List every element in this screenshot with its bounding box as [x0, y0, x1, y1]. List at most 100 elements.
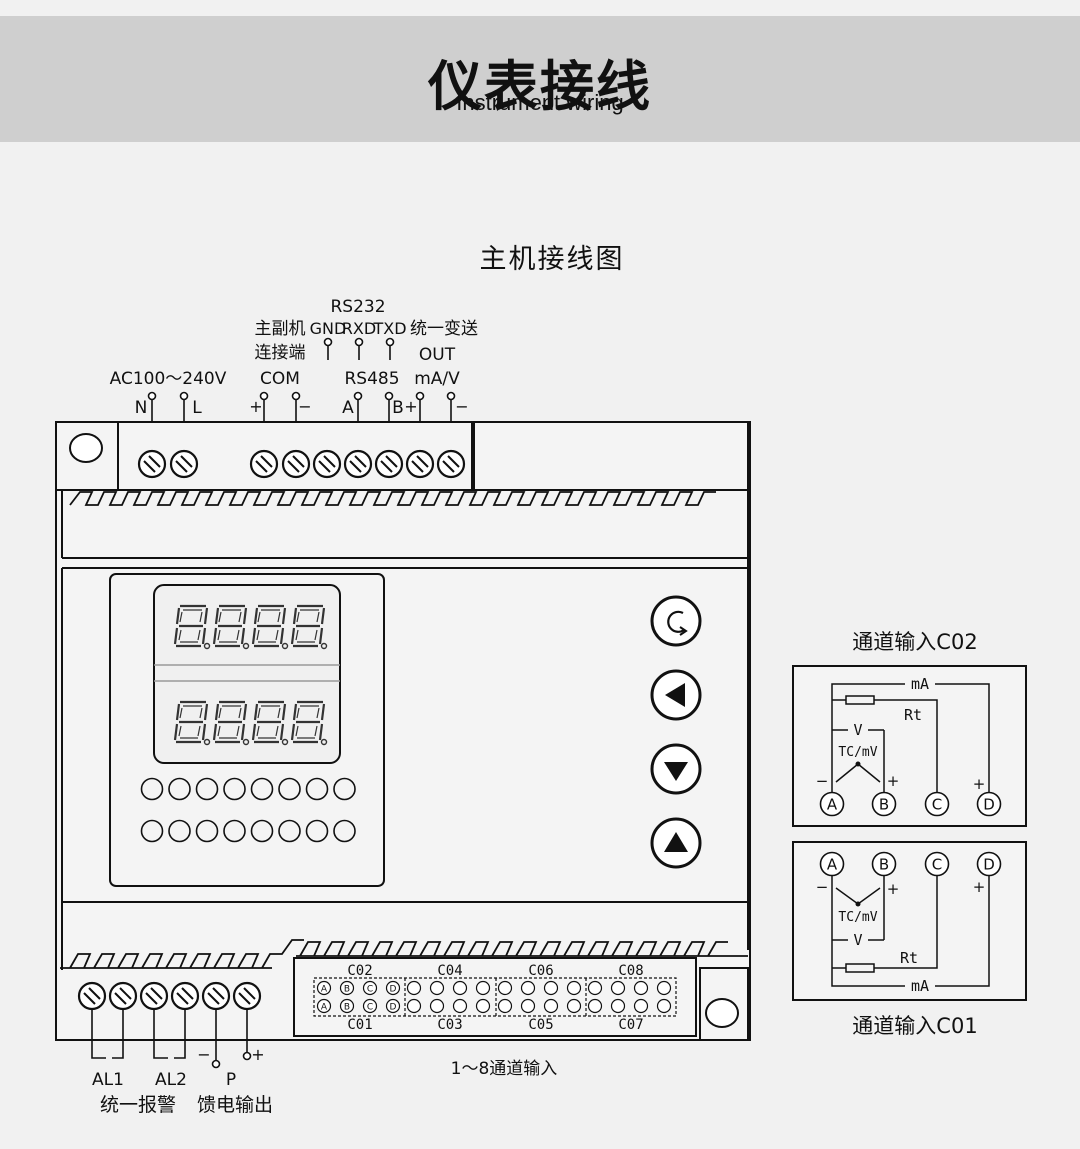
up-button[interactable] [650, 817, 702, 869]
inset-terminal [924, 851, 950, 877]
channel-terminal [610, 980, 626, 996]
terminal-p-minus [201, 981, 231, 1011]
inset-terminal-letter: C [932, 856, 942, 874]
header-banner: 仪表接线 Instrument wiring [0, 16, 1080, 142]
unified-transmit-label: 统一变送 [410, 319, 478, 339]
channel-terminal [497, 980, 513, 996]
inset-terminal [976, 851, 1002, 877]
feed-label: 馈电输出 [197, 1094, 273, 1116]
indicator-led [250, 777, 274, 801]
inset-terminal-letter: A [827, 856, 838, 874]
arrow-down-icon [664, 762, 688, 781]
inset-c01-ma: mA [911, 977, 929, 995]
p-minus-label: − [197, 1045, 210, 1064]
channel-terminal [633, 980, 649, 996]
indicator-led [168, 777, 191, 801]
led-row-2 [140, 819, 356, 843]
indicator-led [140, 819, 164, 843]
terminal-al1-a [77, 981, 107, 1011]
channel-terminal [362, 980, 378, 996]
txd-label: TXD [372, 319, 406, 338]
channel-label-top: C04 [437, 963, 462, 979]
inset-terminal [871, 791, 897, 817]
inset-c02-rt: Rt [904, 706, 922, 724]
channel-terminal [406, 998, 422, 1014]
channel-terminal-letter: C [367, 985, 373, 995]
channel-terminal [497, 998, 513, 1014]
channel-terminal [656, 998, 672, 1014]
channel-terminal-letter: A [321, 985, 328, 995]
al1-label: AL1 [92, 1070, 124, 1090]
channel-label-bottom: C01 [347, 1017, 372, 1033]
indicator-led [223, 777, 246, 801]
alarm-label: 统一报警 [100, 1094, 176, 1116]
indicator-led [195, 777, 219, 801]
channel-terminal-letter: D [390, 985, 397, 995]
channel-terminal [566, 998, 582, 1014]
channel-terminal [475, 998, 491, 1014]
bottom-wires [91, 1008, 252, 1069]
inset-c02-title: 通道输入C02 [852, 630, 977, 654]
channel-terminal [587, 980, 603, 996]
top-vent-strip [69, 491, 716, 506]
channel-terminal [656, 980, 672, 996]
inset-c01-junction [855, 901, 861, 907]
rs485-label: RS485 [344, 369, 399, 389]
channel-label-top: C02 [347, 963, 372, 979]
terminal-b-txd [374, 449, 404, 479]
indicator-led [250, 819, 274, 843]
indicator-led [333, 777, 356, 801]
al2-label: AL2 [155, 1070, 187, 1090]
terminal-al1-b [108, 981, 138, 1011]
channel-terminal [316, 980, 332, 996]
inset-c02-junction [855, 761, 861, 767]
out-plus-label: + [404, 397, 417, 416]
inset-terminal-letter: B [879, 856, 889, 874]
channel-terminal [543, 998, 559, 1014]
channel-terminal [452, 998, 468, 1014]
indicator-led [195, 819, 219, 843]
down-button[interactable] [650, 743, 702, 795]
channel-terminal-letter: A [321, 1003, 328, 1013]
arrow-up-icon [664, 832, 688, 852]
channel-terminal [633, 998, 649, 1014]
inset-terminal-letter: A [827, 796, 838, 814]
rs232-pins [323, 337, 395, 360]
inset-c01-rt: Rt [900, 949, 918, 967]
channel-terminal [429, 980, 445, 996]
channel-label-bottom: C03 [437, 1017, 462, 1033]
channel-label-top: C06 [528, 963, 553, 979]
inset-terminal-letter: D [983, 856, 995, 874]
inset-c02-plus2: + [973, 775, 986, 793]
indicator-led [333, 819, 356, 843]
indicator-led [168, 819, 191, 843]
channel-terminal [429, 998, 445, 1014]
master-slave-label-2: 连接端 [255, 343, 306, 363]
l-label: L [192, 398, 202, 418]
indicator-led [305, 777, 329, 801]
mounting-hole-bottom [705, 998, 739, 1028]
terminal-al2-b [170, 981, 200, 1011]
terminal-a-rxd [343, 449, 373, 479]
channel-terminal-letter: B [344, 985, 350, 995]
channels-input-label: 1～8通道输入 [451, 1059, 558, 1079]
indicator-led [223, 819, 246, 843]
terminal-out-minus [436, 449, 466, 479]
n-label: N [135, 398, 148, 418]
channel-terminal [385, 998, 401, 1014]
indicator-led [278, 777, 301, 801]
mounting-hole-top [69, 433, 103, 463]
cycle-button[interactable] [650, 595, 702, 647]
rs232-label: RS232 [330, 297, 385, 317]
inset-c01-minus: − [816, 878, 829, 896]
channel-label-bottom: C07 [618, 1017, 643, 1033]
terminal-al2-a [139, 981, 169, 1011]
power-label: AC100～240V [110, 369, 227, 389]
channel-terminal [339, 980, 355, 996]
left-button[interactable] [650, 669, 702, 721]
channel-label-top: C08 [618, 963, 643, 979]
inset-c02-ma: mA [911, 675, 929, 693]
